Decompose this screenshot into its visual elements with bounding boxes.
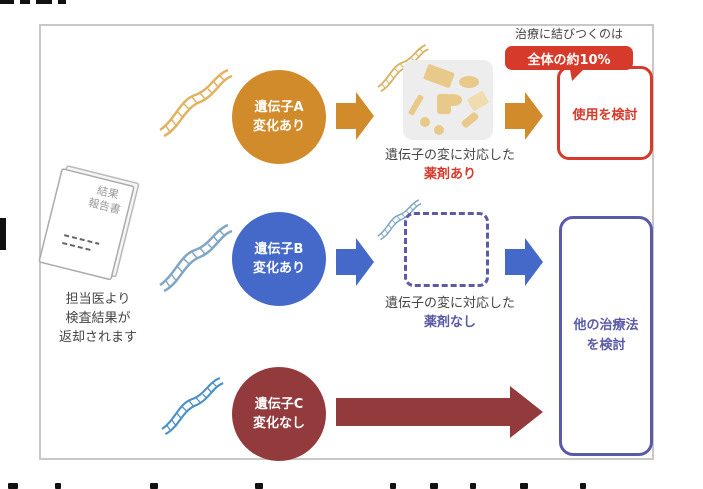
outcome-other-label-line: を検討: [586, 338, 626, 353]
gene-c-circle: 遺伝子C 変化なし: [232, 367, 326, 461]
drugs-illustration: [403, 60, 493, 140]
dna-icon-multicolor: [160, 376, 225, 436]
clipped-text-fragment: [0, 218, 6, 250]
medicine-icon: [408, 64, 489, 135]
arrow-icon-b1: [336, 238, 374, 286]
outcome-use-label: 使用を検討: [572, 107, 638, 123]
callout-badge: 全体の約10%: [505, 46, 633, 70]
gene-c-name: 遺伝子C: [254, 397, 304, 412]
arrow-icon-a1: [336, 92, 374, 140]
arrow-icon-c: [336, 386, 543, 438]
gene-a-caption: 遺伝子の変に対応した 薬剤あり: [370, 146, 530, 184]
report-caption-line: 検査結果が: [65, 311, 131, 326]
outcome-other-box: 他の治療法 を検討: [559, 216, 653, 456]
gene-b-circle: 遺伝子B 変化あり: [232, 212, 326, 306]
gene-a-status: 変化あり: [252, 119, 305, 134]
gene-b-status: 変化あり: [252, 261, 305, 276]
report-caption-line: 担当医より: [65, 292, 131, 307]
no-drug-placeholder: [404, 212, 489, 287]
gene-c-status: 変化なし: [252, 416, 305, 431]
arrow-icon-a2: [505, 92, 543, 140]
dna-icon-gold: [158, 68, 234, 138]
report-document-icon: [38, 165, 140, 281]
clipped-footer-fragment: [0, 483, 703, 489]
gene-a-name: 遺伝子A: [254, 100, 304, 115]
clipped-heading-fragment: [0, 0, 90, 4]
outcome-other-label-line: 他の治療法: [573, 318, 639, 333]
gene-b-drug-unavailable: 薬剤なし: [423, 315, 476, 330]
gene-b-name: 遺伝子B: [254, 242, 304, 257]
report-caption: 担当医より 検査結果が 返却されます: [48, 290, 148, 347]
callout-badge-text: 全体の約10%: [527, 52, 611, 68]
diagram-frame: [39, 24, 654, 460]
report-caption-line: 返却されます: [58, 330, 137, 345]
gene-a-drug-available: 薬剤あり: [423, 167, 476, 182]
gene-a-caption-line1: 遺伝子の変に対応した: [384, 148, 515, 163]
arrow-icon-b2: [505, 238, 543, 286]
dna-icon-blue: [158, 223, 234, 293]
gene-b-caption: 遺伝子の変に対応した 薬剤なし: [370, 294, 530, 332]
callout-label: 治療に結びつくのは: [514, 27, 623, 41]
gene-b-caption-line1: 遺伝子の変に対応した: [384, 296, 515, 311]
gene-a-circle: 遺伝子A 変化あり: [232, 70, 326, 164]
